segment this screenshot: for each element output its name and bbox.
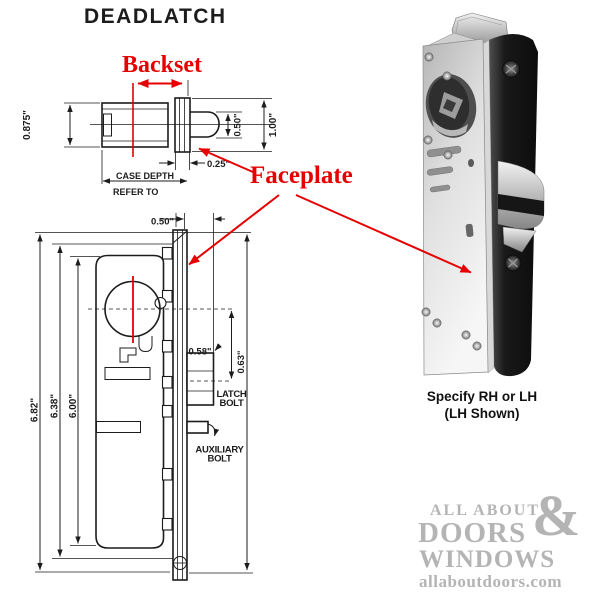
- photo-cylinder-hole: [425, 74, 477, 138]
- dim-latch-width: 0.58": [189, 347, 212, 358]
- dim-overall-height: 1.00": [268, 113, 279, 137]
- dim-faceplate-thickness: 0.25": [207, 159, 230, 170]
- side-view-diagram: 0.875" 0.50" 1.00" 0.25" CASE DEPTH REFE…: [22, 79, 279, 197]
- dim-height-mid: 6.38": [50, 394, 61, 418]
- photo-caption: Specify RH or LH (LH Shown): [406, 388, 558, 422]
- photo-faceplate-screws: [502, 60, 522, 272]
- dim-latch-offset: 0.63": [236, 351, 247, 374]
- dim-case-height: 0.875": [22, 110, 33, 140]
- dim-latch-height: 0.50": [233, 114, 244, 137]
- logo-doors: DOORS: [418, 517, 527, 549]
- photo-latch-bolt: [497, 160, 545, 253]
- faceplate-callout-label: Faceplate: [250, 162, 353, 189]
- photo-caption-line2: (LH Shown): [444, 406, 520, 421]
- dim-refer-to: REFER TO: [113, 187, 158, 197]
- logo-ampersand: &: [532, 483, 581, 548]
- faceplate-callout-arrows: [188, 147, 472, 274]
- dim-case-depth: CASE DEPTH: [116, 171, 174, 181]
- product-photo: [421, 12, 545, 377]
- faceplate-arrow-photo: [295, 194, 472, 274]
- faceplate-arrow-front-view: [188, 194, 280, 266]
- backset-callout-label: Backset: [122, 52, 202, 78]
- faceplate-arrow-side-view: [198, 147, 254, 173]
- dim-height-inner: 6.00": [68, 394, 79, 418]
- dim-faceplate-width: 0.50": [151, 217, 174, 228]
- aux-bolt-label-2: BOLT: [208, 454, 232, 465]
- photo-plate-slots: [426, 145, 462, 193]
- latch-bolt-label-2: BOLT: [220, 398, 244, 409]
- dim-height-outer: 6.82": [30, 398, 41, 422]
- photo-plate-screws: [421, 52, 482, 351]
- front-view-diagram: 6.82" 6.38" 6.00" 0.50": [30, 213, 253, 581]
- company-logo: ALL ABOUT & DOORS WINDOWS allaboutdoors.…: [418, 487, 586, 596]
- case-edge-tabs: [161, 246, 173, 531]
- photo-caption-line1: Specify RH or LH: [426, 389, 538, 404]
- logo-windows: WINDOWS: [419, 546, 556, 573]
- page-title: DEADLATCH: [84, 5, 227, 28]
- latch-bolt-label-1: LATCH: [217, 389, 247, 400]
- logo-website: allaboutdoors.com: [419, 572, 563, 591]
- aux-bolt-label-1: AUXILIARY: [195, 445, 244, 456]
- logo-all-about: ALL ABOUT: [430, 502, 541, 519]
